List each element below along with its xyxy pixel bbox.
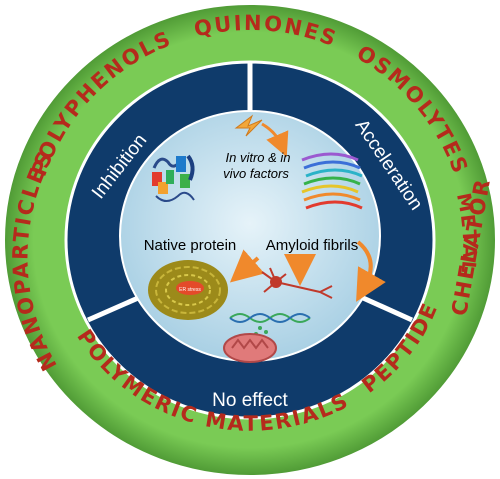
curve-arrow-right: [356, 240, 386, 302]
er-stress-label: ER stress: [179, 287, 201, 293]
factors-line-1: In vitro & in: [225, 150, 290, 165]
amyloid-fibrils-label: Amyloid fibrils: [266, 237, 359, 254]
arrow-to-cell: [229, 249, 265, 283]
neuron-icon: [261, 267, 333, 299]
amyloid-fibril-icon: [301, 152, 363, 210]
native-protein-icon: [152, 154, 195, 202]
mitochondrion-icon: [223, 333, 277, 363]
center-circle: [119, 110, 381, 362]
sector-label-no-effect: No effect: [212, 390, 288, 411]
lightning-arrow-icon: [234, 114, 289, 158]
cell-icon: ER stress: [148, 260, 228, 320]
factors-line-2: vivo factors: [223, 166, 289, 181]
native-protein-label: Native protein: [144, 237, 237, 254]
